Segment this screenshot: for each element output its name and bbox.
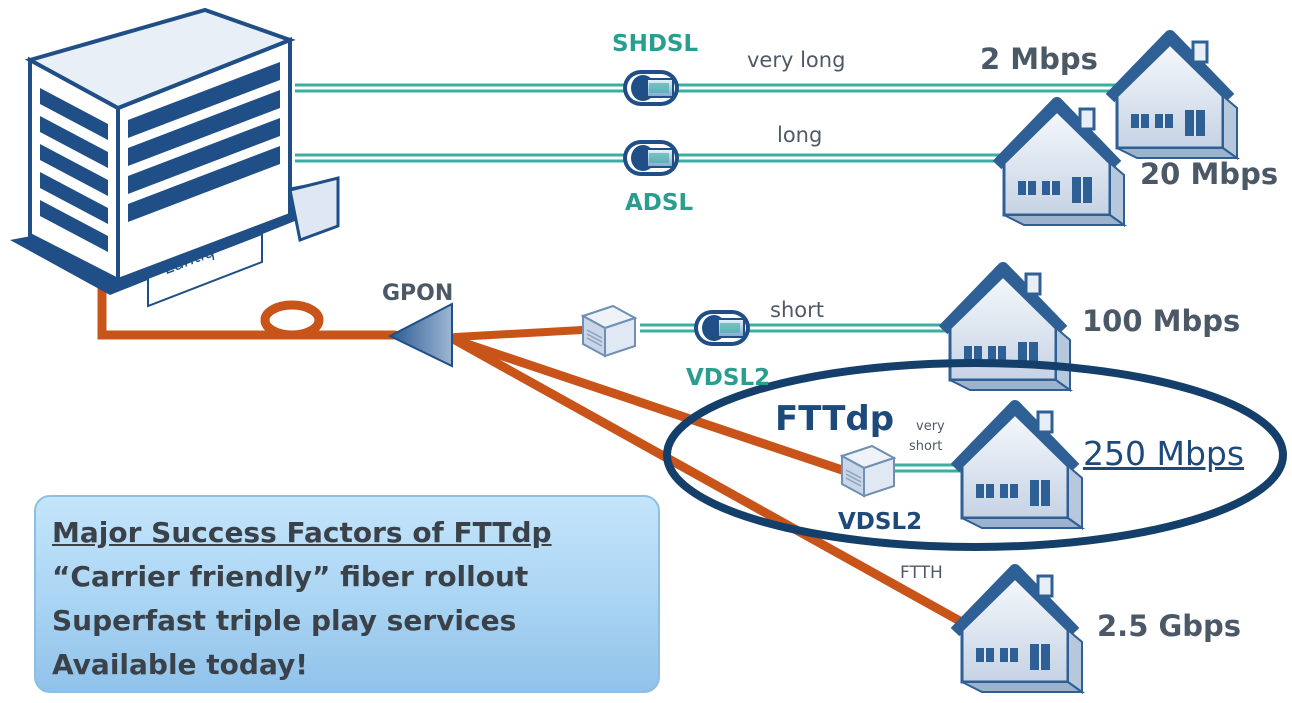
fttdp-speed-label: 250 Mbps	[1083, 434, 1245, 473]
shdsl-label: SHDSL	[612, 31, 699, 57]
gpon-label: GPON	[382, 281, 454, 306]
adsl-label: ADSL	[625, 190, 694, 216]
success-factors-box: Major Success Factors of FTTdp “Carrier …	[34, 495, 660, 693]
vdsl2-modem-icon	[693, 309, 751, 347]
success-factor-item: Available today!	[52, 648, 309, 681]
vdsl2-length-label: short	[770, 298, 824, 322]
dpu-box-icon	[841, 445, 895, 497]
adsl-speed-label: 20 Mbps	[1140, 157, 1279, 191]
house-ftth-icon	[955, 570, 1082, 692]
vdsl2-speed-label: 100 Mbps	[1082, 304, 1241, 338]
vdsl2-label: VDSL2	[686, 365, 771, 391]
onu-box-icon	[582, 305, 636, 357]
success-factor-item: Superfast triple play services	[52, 604, 517, 637]
house-vdsl2-icon	[943, 268, 1070, 390]
shdsl-modem-icon	[622, 69, 680, 107]
fttdp-highlight-ellipse	[663, 359, 1287, 551]
ftth-speed-label: 2.5 Gbps	[1097, 609, 1242, 643]
adsl-length-label: long	[777, 123, 823, 147]
fttdp-title: FTTdp	[775, 399, 895, 439]
fttdp-vdsl2-label: VDSL2	[838, 509, 923, 535]
house-fttdp-icon	[955, 406, 1082, 528]
fttdp-length-line2: short	[909, 439, 943, 454]
house-adsl-icon	[997, 103, 1124, 225]
house-shdsl-icon	[1110, 36, 1237, 158]
central-office-building-icon	[10, 7, 340, 308]
ftth-label: FTTH	[900, 563, 943, 583]
fiber-paths	[97, 257, 990, 640]
gpon-splitter-icon	[387, 302, 453, 368]
adsl-modem-icon	[622, 139, 680, 177]
success-factors-title: Major Success Factors of FTTdp	[52, 516, 552, 549]
success-factor-item: “Carrier friendly” fiber rollout	[52, 560, 529, 593]
line-fttdp-copper	[885, 463, 965, 473]
line-shdsl	[295, 83, 1120, 93]
line-vdsl2	[640, 323, 955, 333]
shdsl-speed-label: 2 Mbps	[980, 42, 1098, 76]
fttdp-length-line1: very	[916, 419, 945, 434]
shdsl-length-label: very long	[747, 48, 846, 72]
